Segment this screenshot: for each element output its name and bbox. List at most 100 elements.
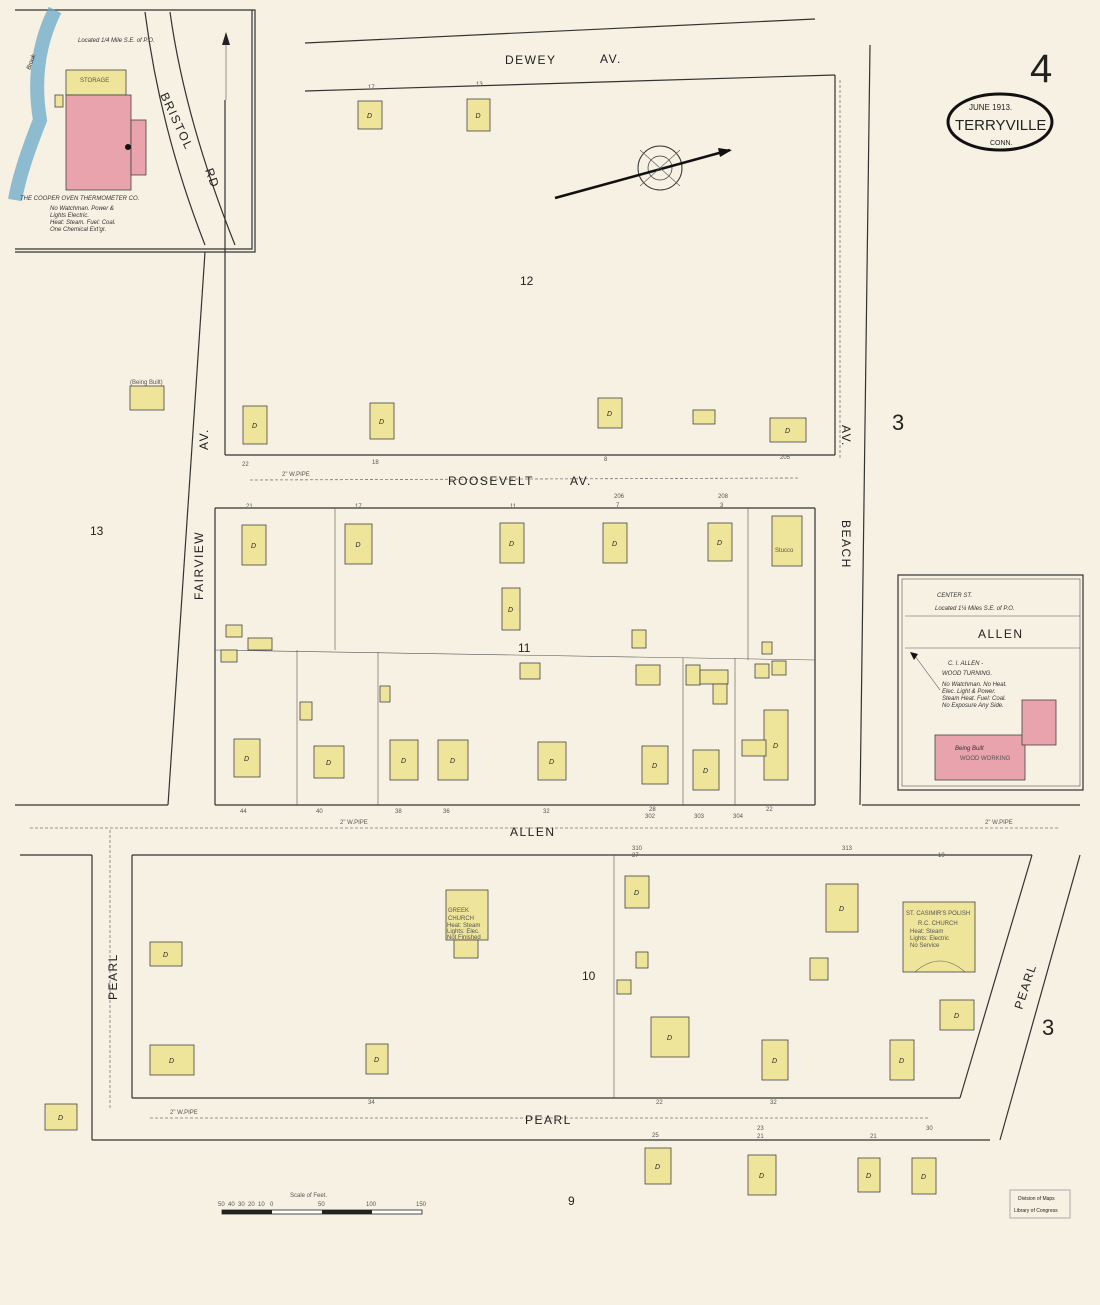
house-number: 8 — [604, 457, 608, 463]
dwelling-mark: D — [401, 758, 406, 765]
block-13-label: 13 — [90, 524, 104, 538]
dwelling — [747, 1154, 777, 1196]
dwelling — [437, 739, 469, 781]
water-pipe-label-roosevelt: 2" W.PIPE — [282, 472, 310, 478]
polish-church-note-3: No Service — [910, 943, 940, 949]
greek-church — [445, 889, 489, 941]
scale-tick: 40 — [228, 1202, 235, 1208]
shed — [220, 649, 238, 663]
allen-wood-working-building — [934, 734, 1026, 781]
dwelling-mark: D — [759, 1173, 764, 1180]
inset-right-location: Located 1¼ Miles S.E. of P.O. — [935, 606, 1015, 612]
house-number: 36 — [443, 809, 450, 815]
scale-tick: 0 — [270, 1202, 274, 1208]
dwelling-mark: D — [612, 541, 617, 548]
state-name: CONN. — [990, 140, 1013, 147]
dwelling-mark: D — [251, 543, 256, 550]
scale-tick: 10 — [258, 1202, 265, 1208]
inset-right-note-4: No Exposure Any Side. — [942, 703, 1004, 709]
inset-left-note-1: No Watchman. Power & — [50, 206, 114, 212]
inset-left-note-2: Lights Electric. — [50, 213, 89, 219]
dwelling-mark: D — [866, 1173, 871, 1180]
town-name: TERRYVILLE — [955, 117, 1046, 134]
house-number: 206 — [614, 494, 625, 500]
dwelling — [389, 739, 419, 781]
bristol-rd-label: RD — [202, 166, 222, 190]
dwelling-mark: D — [634, 890, 639, 897]
house-number: 7 — [616, 503, 620, 509]
allen-shop-wing — [1021, 699, 1057, 746]
house-number: 302 — [645, 814, 656, 820]
inset-right-company: C. I. ALLEN - — [948, 661, 983, 667]
scale-tick: 150 — [416, 1202, 427, 1208]
polish-church-note-2: Lights: Electric — [910, 936, 949, 942]
shed — [635, 951, 649, 969]
shed — [754, 663, 770, 679]
title-cartouche: JUNE 1913. TERRYVILLE CONN. — [946, 92, 1054, 152]
dwelling — [344, 523, 373, 565]
shed — [809, 957, 829, 981]
brook-label: Brook — [26, 53, 37, 71]
stucco-label: Stucco — [775, 548, 794, 554]
house-number: 44 — [240, 809, 247, 815]
greek-church-name: GREEK — [448, 908, 469, 914]
house-number: 3 — [720, 503, 724, 509]
dwelling — [763, 709, 789, 781]
dwelling — [44, 1103, 78, 1131]
dwelling — [707, 522, 733, 562]
house-number: 25 — [652, 1133, 659, 1139]
inset-allen-wood-turning: CENTER ST. Located 1¼ Miles S.E. of P.O.… — [897, 574, 1084, 791]
dwelling — [761, 1039, 789, 1081]
dwelling — [499, 522, 525, 564]
scale-label: Scale of Feet. — [290, 1193, 327, 1199]
house-numbers: 17 13 22 18 8 205 21 17 11 206 208 7 3 4… — [240, 82, 945, 1140]
dwelling-mark: D — [773, 743, 778, 750]
sheet-number: 4 — [1030, 47, 1052, 91]
dwelling — [644, 1147, 672, 1185]
street-network — [15, 18, 1081, 1141]
dwelling-mark: D — [244, 756, 249, 763]
dwelling — [365, 1043, 389, 1075]
stamp-line-2: Library of Congress — [1014, 1208, 1058, 1214]
inset-right-being-built: Being Built — [955, 746, 984, 752]
stamp-line-1: Division of Maps — [1018, 1196, 1055, 1202]
scale-tick: 20 — [248, 1202, 255, 1208]
dwelling-mark: D — [899, 1058, 904, 1065]
block-12-label: 12 — [520, 274, 534, 288]
dwelling — [939, 999, 975, 1031]
dwelling-mark: D — [58, 1115, 63, 1122]
inset-left-location: Located 1/4 Mile S.E. of P.O. — [78, 38, 155, 44]
dwelling-mark: D — [374, 1057, 379, 1064]
compass-rose — [554, 145, 732, 200]
factory-wing — [130, 119, 147, 176]
inset-right-wood-working: WOOD WORKING — [960, 756, 1011, 762]
dwelling-mark: D — [667, 1035, 672, 1042]
house-number: 205 — [780, 455, 791, 461]
dwelling — [857, 1157, 881, 1193]
house-number: 34 — [368, 1100, 375, 1106]
water-pipe-label-pearl: 2" W.PIPE — [170, 1110, 198, 1116]
shed — [761, 641, 773, 655]
greek-church-apse — [453, 939, 479, 959]
brook-water — [8, 6, 62, 202]
dwelling — [241, 524, 267, 566]
house-number: 32 — [543, 809, 550, 815]
house-number: 22 — [656, 1100, 663, 1106]
house-number: 22 — [242, 462, 249, 468]
dwelling-mark: D — [717, 540, 722, 547]
dwelling — [692, 749, 720, 791]
dwelling-mark: D — [703, 768, 708, 775]
dwelling-mark: D — [163, 952, 168, 959]
shed — [712, 683, 728, 705]
house-number: 303 — [694, 814, 705, 820]
allen-label: ALLEN — [510, 825, 556, 839]
dwelling-mark: D — [954, 1013, 959, 1020]
dwelling — [597, 397, 623, 429]
block-11-label: 11 — [518, 641, 531, 655]
shed — [247, 637, 273, 651]
block-9-label: 9 — [568, 1194, 575, 1208]
dwelling-mark: D — [655, 1164, 660, 1171]
buildings-block-10: GREEK CHURCH Heat: Steam Lights: Elec. N… — [149, 875, 976, 1081]
